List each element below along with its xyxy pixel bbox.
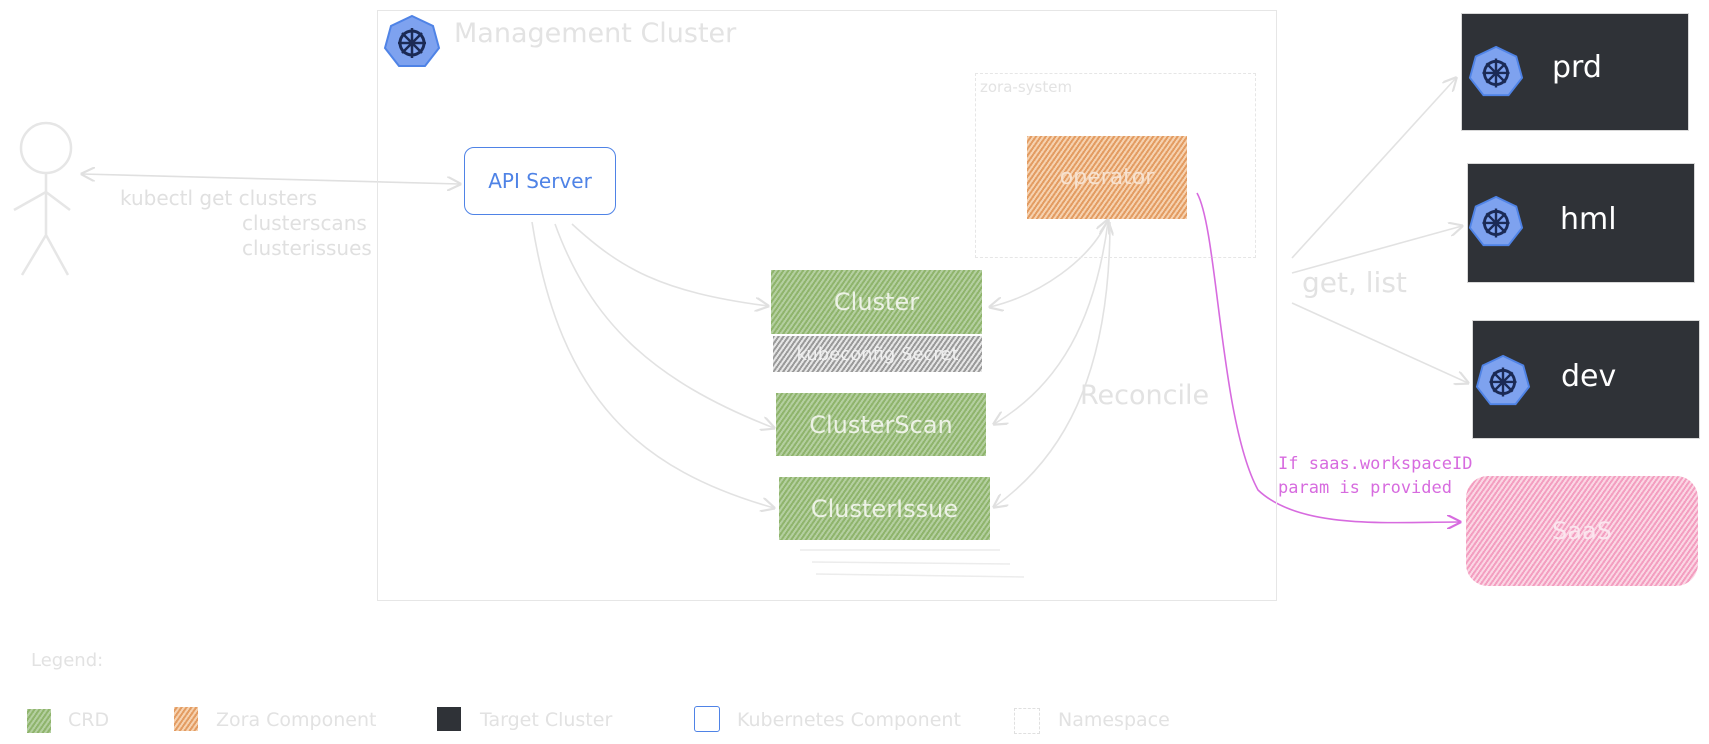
user-figure [13,121,73,276]
saas-condition-code: saas.workspaceID [1308,454,1473,474]
legend-label-namespace: Namespace [1058,709,1170,731]
legend-swatch-crd [27,709,51,733]
user-api-arrow [82,174,460,184]
to-dev-arrow [1291,302,1468,383]
target-cluster-prd: prd [1461,13,1689,131]
crd-clusterissue-label: ClusterIssue [810,494,959,523]
api-server-label: API Server [488,169,592,193]
saas-condition-prefix: If [1278,454,1299,474]
saas-condition-note: If saas.workspaceID param is provided [1278,452,1473,500]
namespace-box [975,73,1256,258]
crd-clusterissue-node: ClusterIssue [779,477,990,540]
to-prd-arrow [1291,78,1456,259]
kubernetes-icon [1468,45,1524,97]
legend-label-crd: CRD [68,709,110,731]
user-commands: kubectl get clusters clusterscans cluste… [120,186,372,261]
operator-node: operator [1027,136,1187,219]
api-to-clusterissue-arrow [531,221,774,508]
saas-condition-line-1: If saas.workspaceID [1278,452,1473,476]
command-line-3: clusterissues [242,236,372,260]
legend-swatch-namespace [1014,708,1040,734]
legend-label-zora-component: Zora Component [216,709,377,731]
crd-cluster-node: Cluster [771,270,982,334]
get-list-label: get, list [1302,266,1407,299]
legend-swatch-target-cluster [437,707,461,731]
operator-label: operator [1059,165,1155,190]
management-cluster-title: Management Cluster [454,18,737,49]
legend-swatch-kubernetes-component [694,706,720,732]
legend-label-kubernetes-component: Kubernetes Component [737,709,961,731]
kubeconfig-secret-label: kubeconfig Secret [796,343,959,365]
crd-clusterscan-node: ClusterScan [776,393,986,456]
kubeconfig-secret-node: kubeconfig Secret [773,336,982,372]
target-cluster-hml: hml [1467,163,1695,283]
legend-swatch-zora-component [174,707,198,731]
saas-label: SaaS [1552,517,1612,545]
saas-node: SaaS [1466,476,1698,586]
target-cluster-dev: dev [1472,320,1700,439]
api-to-cluster-arrow [571,223,768,306]
api-to-clusterscan-arrow [554,223,774,428]
kubernetes-icon [383,14,441,67]
kubernetes-icon [1468,195,1524,247]
operator-saas-arrow [1196,192,1460,523]
to-hml-arrow [1291,226,1462,274]
command-line-2: clusterscans [242,211,367,235]
crd-cluster-label: Cluster [833,288,920,316]
management-cluster-box [377,10,1277,601]
kubernetes-icon [1475,354,1531,406]
reconcile-label: Reconcile [1080,380,1210,411]
api-server-node: API Server [464,147,616,215]
saas-condition-line-2: param is provided [1278,478,1452,498]
target-label-dev: dev [1561,359,1617,394]
target-label-hml: hml [1560,202,1617,237]
target-label-prd: prd [1552,50,1602,85]
namespace-title: zora-system [980,78,1073,96]
legend-label-target-cluster: Target Cluster [480,709,613,731]
command-line-1: kubectl get clusters [120,186,318,210]
legend-title: Legend: [31,650,104,671]
operator-clusterissue-arrow [994,221,1111,507]
crd-clusterscan-label: ClusterScan [809,410,953,439]
